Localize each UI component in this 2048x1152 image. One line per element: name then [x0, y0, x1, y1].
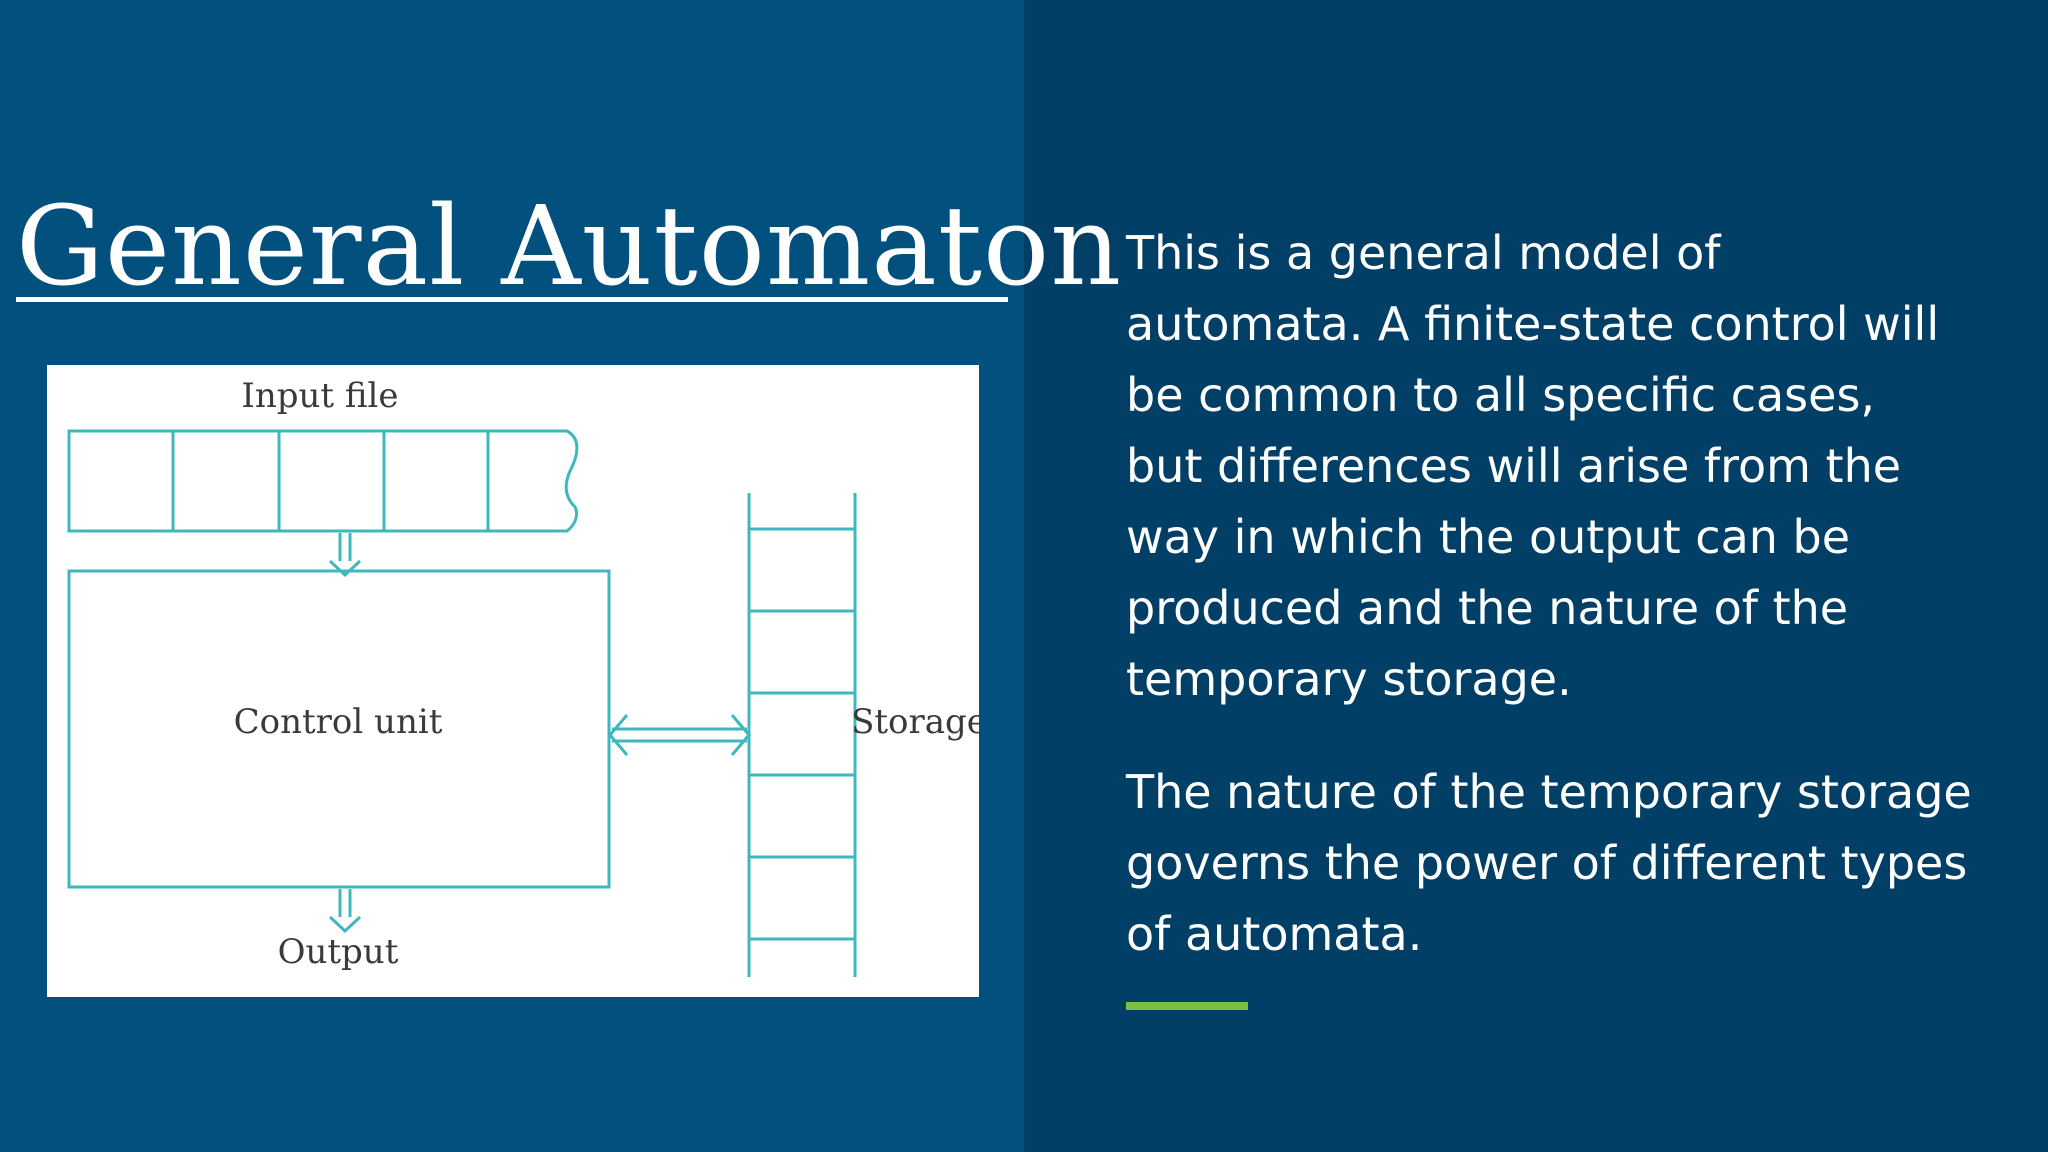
output-label: Output: [278, 932, 399, 972]
slide-title: General Automaton: [16, 182, 1123, 310]
input-tape: [67, 429, 579, 533]
body-paragraph: The nature of the temporary storage gove…: [1126, 765, 1972, 961]
control-unit-box: [67, 569, 611, 889]
body-paragraph: This is a general model of automata. A f…: [1126, 226, 1940, 706]
diagram-lines: [67, 429, 857, 977]
storage-label: Storage: [851, 702, 979, 742]
input-arrow: [328, 533, 362, 578]
control-unit-label: Control unit: [234, 702, 443, 742]
title-underline: [16, 297, 1008, 302]
storage-arrow: [608, 714, 751, 756]
right-panel: [1024, 0, 2048, 1152]
input-file-label: Input file: [241, 376, 398, 416]
body-text: This is a general model of automata. A f…: [1126, 218, 2006, 1012]
accent-line: [1126, 1002, 1248, 1010]
automaton-diagram: Input file Control unit Storage Output: [47, 365, 979, 997]
automaton-diagram-svg: Input file Control unit Storage Output: [67, 376, 979, 977]
output-arrow: [328, 889, 362, 934]
